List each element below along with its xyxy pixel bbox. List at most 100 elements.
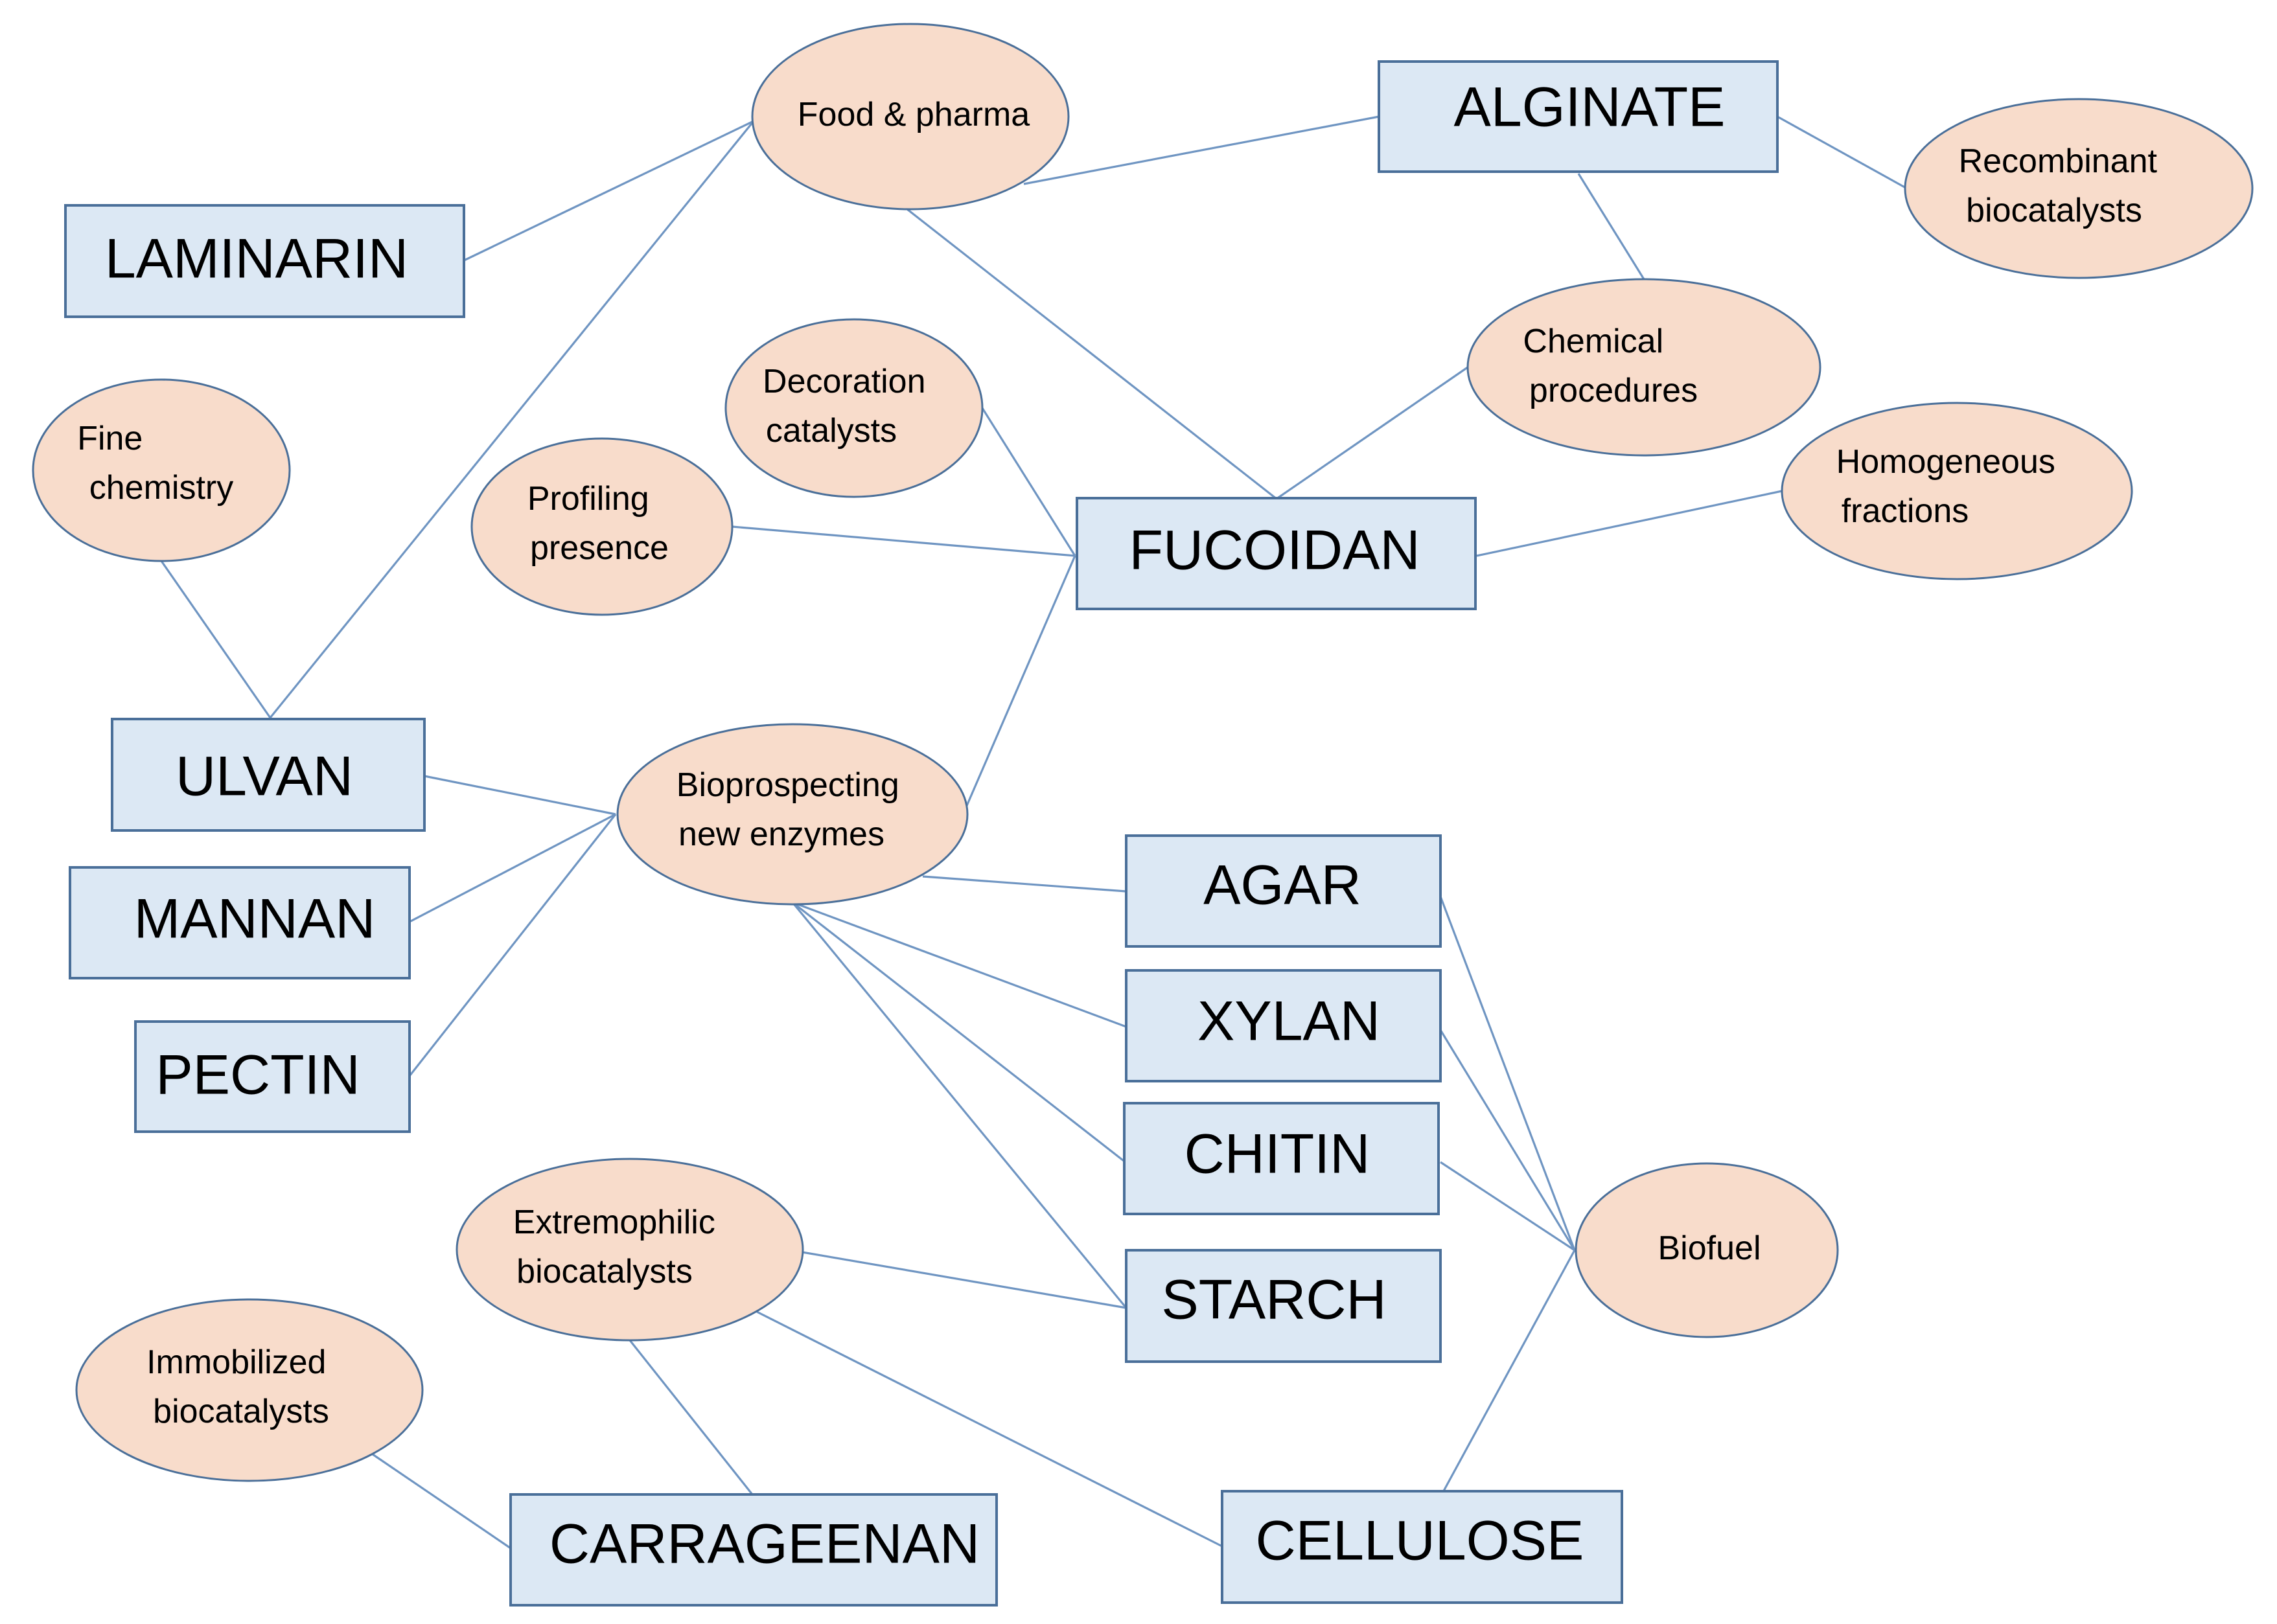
edge-profiling-fucoidan [732, 525, 1076, 557]
label-profiling-line2: presence [530, 529, 669, 567]
box-chitin: CHITIN [1123, 1102, 1440, 1215]
label-decoration-line1: Decoration [763, 363, 925, 400]
edge-bioprospecting-fucoidan [965, 555, 1076, 808]
oval-immobilized-biocatalysts: Immobilized biocatalysts [75, 1298, 424, 1482]
label-starch: STARCH [1161, 1269, 1386, 1331]
box-cellulose-frame [1221, 1490, 1623, 1604]
edge-extremophilic-cellulose [756, 1310, 1223, 1548]
box-xylan: XYLAN [1125, 969, 1442, 1082]
label-carrageenan: CARRAGEENAN [549, 1513, 980, 1575]
edge-ulvan-bioprospecting [424, 775, 616, 816]
label-profiling-line1: Profiling [527, 480, 649, 518]
edge-alginate-recombinant [1777, 115, 1908, 190]
label-homogeneous-line2: fractions [1842, 492, 1969, 530]
edge-bioprospecting-starch [791, 901, 1127, 1309]
label-recombinant: Recombinant biocatalysts [1959, 143, 2167, 229]
edge-bioprospecting-chitin [792, 901, 1127, 1164]
label-biofuel-line1: Biofuel [1658, 1229, 1761, 1267]
label-homogeneous-line1: Homogeneous [1836, 443, 2055, 481]
edge-alginate-chemical [1577, 173, 1645, 280]
label-fine-chemistry: Fine chemistry [77, 420, 233, 507]
edge-xylan-biofuel [1439, 1029, 1576, 1251]
label-decoration: Decoration catalysts [763, 363, 935, 450]
oval-bioprospecting-new-enzymes: Bioprospecting new enzymes [616, 723, 969, 906]
box-alginate-frame [1378, 60, 1779, 173]
label-profiling: Profiling presence [527, 480, 669, 567]
label-xylan: XYLAN [1197, 990, 1380, 1053]
oval-homogeneous-fractions: Homogeneous fractions [1781, 402, 2133, 580]
oval-food-pharma: Food & pharma [751, 23, 1070, 211]
label-recombinant-line2: biocatalysts [1966, 192, 2142, 229]
label-alginate: ALGINATE [1454, 76, 1726, 139]
box-alginate: ALGINATE [1378, 60, 1779, 173]
oval-recombinant-biocatalysts: Recombinant biocatalysts [1904, 98, 2254, 279]
box-carrageenan-frame [509, 1493, 998, 1607]
label-fine-chemistry-line2: chemistry [89, 469, 233, 507]
edge-mannan-bioprospecting [409, 813, 616, 923]
label-bioprospecting-line1: Bioprospecting [676, 766, 899, 804]
edge-fucoidan-homogeneous [1476, 490, 1783, 557]
oval-profiling-shape [470, 437, 734, 616]
box-ulvan: ULVAN [111, 718, 426, 832]
label-laminarin: LAMINARIN [105, 228, 408, 290]
connectors [160, 115, 1908, 1550]
oval-decoration-shape [724, 318, 984, 498]
edge-bioprospecting-xylan [792, 901, 1127, 1028]
label-bioprospecting: Bioprospecting new enzymes [676, 766, 908, 853]
edge-food-pharma-ulvan [269, 120, 755, 719]
box-laminarin: LAMINARIN [64, 204, 465, 318]
edge-extremophilic-carrageenan [629, 1340, 754, 1495]
oval-bioprospecting-shape [616, 723, 969, 906]
label-decoration-line2: catalysts [766, 412, 897, 450]
box-carrageenan: CARRAGEENAN [509, 1493, 998, 1607]
edge-bioprospecting-agar [922, 875, 1127, 893]
box-ulvan-frame [111, 718, 426, 832]
box-mannan: MANNAN [69, 866, 411, 979]
box-fucoidan: FUCOIDAN [1076, 497, 1477, 610]
box-xylan-frame [1125, 969, 1442, 1082]
edge-decoration-fucoidan [981, 407, 1076, 556]
oval-biofuel-shape [1575, 1162, 1839, 1338]
box-fucoidan-frame [1076, 497, 1477, 610]
box-starch: STARCH [1125, 1249, 1442, 1363]
oval-extremophilic-shape [456, 1158, 804, 1342]
box-starch-frame [1125, 1249, 1442, 1363]
label-extremophilic-line1: Extremophilic [513, 1204, 715, 1241]
edge-food-pharma-alginate [1023, 115, 1380, 185]
box-pectin-frame [134, 1020, 411, 1133]
oval-fine-chemistry-shape [32, 378, 291, 562]
label-ulvan: ULVAN [176, 746, 353, 808]
label-food-pharma: Food & pharma [798, 96, 1030, 133]
edge-chitin-biofuel [1440, 1161, 1575, 1252]
edge-cellulose-biofuel [1440, 1250, 1576, 1495]
box-pectin: PECTIN [134, 1020, 411, 1133]
label-mannan: MANNAN [134, 888, 376, 950]
label-recombinant-line1: Recombinant [1959, 143, 2158, 180]
oval-recombinant-shape [1904, 98, 2254, 279]
oval-chemical-procedures: Chemical procedures [1466, 278, 1821, 457]
label-chemical: Chemical procedures [1523, 323, 1698, 409]
box-chitin-frame [1123, 1102, 1440, 1215]
label-chitin: CHITIN [1185, 1123, 1370, 1185]
label-biofuel: Biofuel [1658, 1229, 1761, 1267]
label-agar: AGAR [1203, 854, 1361, 917]
oval-profiling-presence: Profiling presence [470, 437, 734, 616]
edge-agar-biofuel [1439, 896, 1576, 1251]
box-agar-frame [1125, 834, 1442, 948]
edge-chemical-fucoidan [1276, 366, 1468, 500]
label-food-pharma-line1: Food & pharma [798, 96, 1030, 133]
box-mannan-frame [69, 866, 411, 979]
oval-food-pharma-shape [751, 23, 1070, 211]
oval-fine-chemistry: Fine chemistry [32, 378, 291, 562]
label-chemical-line2: procedures [1529, 372, 1698, 409]
oval-chemical-shape [1466, 278, 1821, 457]
label-immobilized-line1: Immobilized [146, 1344, 326, 1381]
edge-food-pharma-fucoidan [907, 208, 1277, 500]
box-agar: AGAR [1125, 834, 1442, 948]
oval-decoration-catalysts: Decoration catalysts [724, 318, 984, 498]
edge-fine-chemistry-ulvan [160, 560, 272, 718]
box-laminarin-frame [64, 204, 465, 318]
oval-biofuel: Biofuel [1575, 1162, 1839, 1338]
label-cellulose: CELLULOSE [1256, 1510, 1584, 1572]
